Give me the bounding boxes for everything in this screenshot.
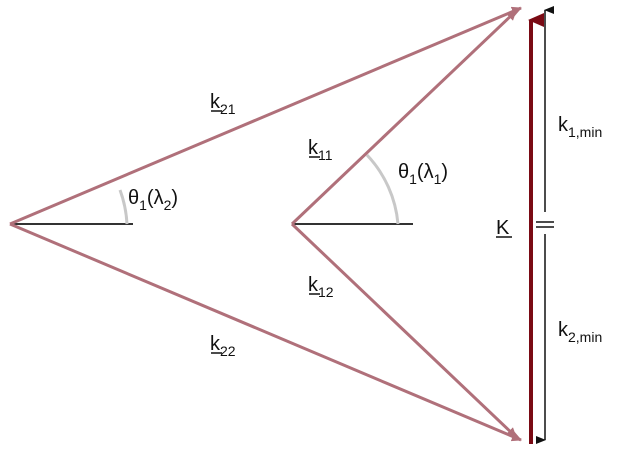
vector-k21 <box>9 6 522 226</box>
svg-text:k12: k12 <box>308 274 334 300</box>
angle-arc-left <box>118 189 129 225</box>
svg-text:k21: k21 <box>210 91 236 117</box>
label-k11: k11 <box>308 137 333 163</box>
label-theta-right: θ1(λ1) <box>398 161 448 187</box>
label-k12: k12 <box>308 274 334 300</box>
label-k2min: k2,min <box>558 319 602 345</box>
vector-k22 <box>9 222 522 442</box>
label-k21: k21 <box>210 91 236 117</box>
vector-k12 <box>290 222 518 439</box>
svg-text:k22: k22 <box>210 333 236 359</box>
angle-arc-right <box>365 153 400 225</box>
label-K: K <box>496 217 512 239</box>
svg-text:k11: k11 <box>308 137 333 163</box>
vector-k11 <box>290 9 518 226</box>
svg-text:K: K <box>496 217 510 239</box>
label-k22: k22 <box>210 333 236 359</box>
label-k1min: k1,min <box>558 114 602 140</box>
label-theta-left: θ1(λ2) <box>128 187 178 213</box>
